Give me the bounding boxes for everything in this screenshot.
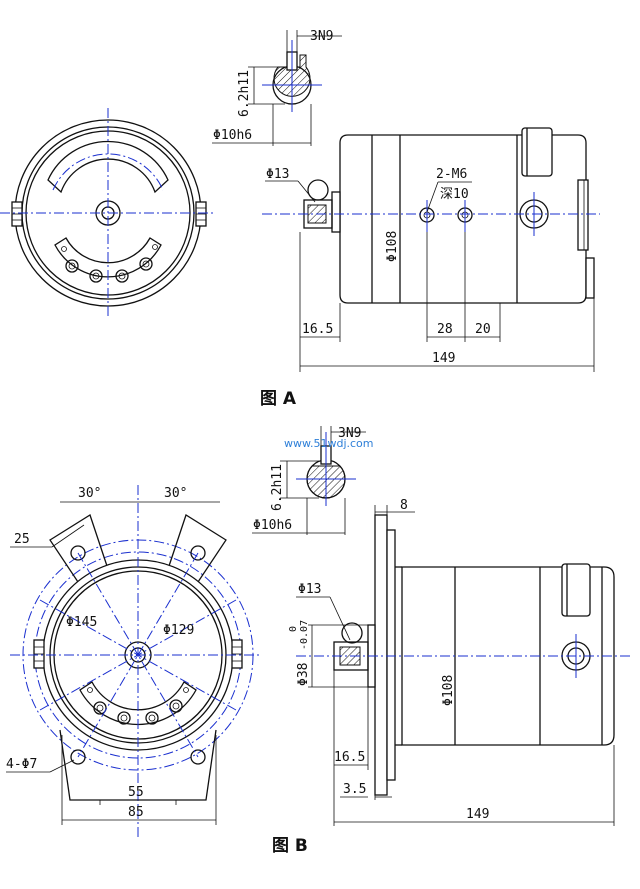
- fig-b-dim-85: 85: [128, 805, 144, 820]
- fig-b-spigot-tol-upper: 0: [288, 626, 299, 632]
- fig-a-side-view: Φ13 2-M6 深10 Φ108 16.5 28 20 149: [262, 127, 600, 372]
- fig-b-shaft-label: Φ10h6: [253, 518, 292, 533]
- fig-a-key-depth-label: 6.2h11: [237, 70, 252, 117]
- fig-a-flat-circle: [307, 179, 329, 201]
- fig-a-terminals: [61, 244, 158, 283]
- fig-a-thread-label: 2-M6: [436, 167, 467, 182]
- fig-a-terminal-block: [54, 237, 162, 278]
- fig-b-terminal-cover: [561, 563, 591, 617]
- fig-b-body-dia-label: Φ108: [441, 675, 456, 706]
- fig-a-flat-label: Φ13: [266, 167, 289, 182]
- fig-b-spigot-tol-lower: -0.07: [299, 620, 310, 650]
- fig-b-dim-total: 149: [466, 807, 489, 822]
- fig-b-terminal-block: [79, 681, 197, 726]
- fig-a-caption: 图 A: [260, 389, 297, 409]
- fig-a-dim-total: 149: [432, 351, 455, 366]
- fig-b-ear-width-label: 25: [14, 532, 30, 547]
- fig-b-pcd-inner-label: Φ129: [163, 623, 194, 638]
- fig-a-dim-hole-2: 20: [475, 322, 491, 337]
- fig-b-side-view: 8 Φ13 Φ38 0 -0.07 Φ108 16.5 3.5 149: [288, 498, 630, 826]
- fig-b-motor-body: [401, 566, 615, 746]
- fig-b-caption: 图 B: [272, 836, 308, 856]
- fig-b-end-view: 30° 30° 25 Φ145 Φ129 4-Φ7 55 85: [6, 485, 260, 840]
- fig-b-keyway-section: 3N9 www.51wdj.com 6.2h11 Φ10h6: [252, 426, 374, 535]
- fig-a-keyway-section: 3N9 6.2h11 Φ10h6: [212, 29, 342, 146]
- fig-b-angle-left: 30°: [78, 486, 101, 501]
- fig-b-holes-label: 4-Φ7: [6, 757, 37, 772]
- fig-b-dim-55: 55: [128, 785, 144, 800]
- fig-a-terminal-cover: [521, 127, 553, 177]
- fig-a-depth-label: 深10: [440, 187, 469, 202]
- fig-b-dim-shaft-len: 16.5: [334, 750, 365, 765]
- watermark: www.51wdj.com: [284, 437, 374, 450]
- fig-b-spigot-label: Φ38: [296, 663, 311, 686]
- fig-b-angle-right: 30°: [164, 486, 187, 501]
- fig-a-motor-body: [339, 134, 587, 304]
- fig-a-upper-arc-slot: [47, 140, 169, 194]
- fig-a-keyway-label: 3N9: [310, 29, 333, 44]
- fig-b-flange-plate: [374, 514, 388, 796]
- fig-a-end-view: [0, 108, 215, 318]
- fig-b-dim-spigot-len: 3.5: [343, 782, 366, 797]
- fig-a-body-dia-label: Φ108: [385, 231, 400, 262]
- fig-a-shaft-label: Φ10h6: [213, 128, 252, 143]
- fig-b-flange-thk-label: 8: [400, 498, 408, 513]
- fig-b-keyway-label: 3N9: [338, 426, 361, 441]
- fig-a-dim-shaft-len: 16.5: [302, 322, 333, 337]
- fig-b-flat-label: Φ13: [298, 582, 321, 597]
- fig-a-dim-hole-1: 28: [437, 322, 453, 337]
- fig-b-key-depth-label: 6.2h11: [270, 464, 285, 511]
- fig-b-pcd-outer-label: Φ145: [66, 615, 97, 630]
